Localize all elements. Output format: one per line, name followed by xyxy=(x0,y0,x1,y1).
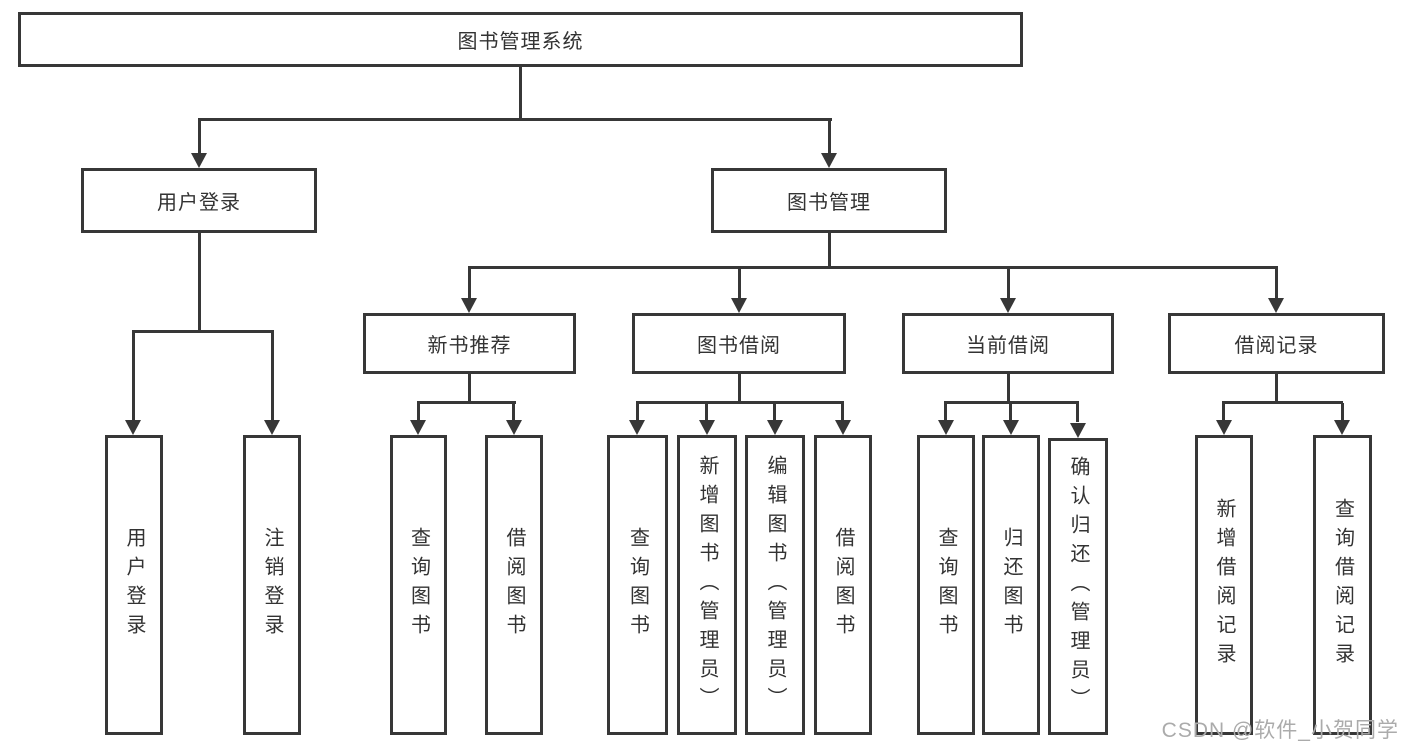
connector-line xyxy=(828,233,831,269)
connector-line xyxy=(705,403,708,422)
node-library-management-system: 图书管理系统 xyxy=(18,12,1023,67)
connector-line xyxy=(198,233,201,333)
connector-line xyxy=(636,403,639,422)
connector-line xyxy=(1275,374,1278,404)
connector-line xyxy=(468,268,471,300)
leaf-query-books-borrow: 查询图书 xyxy=(607,435,668,735)
arrow-down-icon xyxy=(731,298,747,313)
connector-line xyxy=(738,374,741,404)
leaf-label: 借阅图书 xyxy=(832,527,854,643)
leaf-logout: 注销登录 xyxy=(243,435,301,735)
connector-line xyxy=(738,268,741,300)
leaf-label: 归还图书 xyxy=(1000,527,1022,643)
leaf-borrow-books: 借阅图书 xyxy=(814,435,872,735)
arrow-down-icon xyxy=(1070,423,1086,438)
leaf-label: 编辑图书（管理员） xyxy=(764,454,786,716)
node-borrow-records: 借阅记录 xyxy=(1168,313,1385,374)
arrow-down-icon xyxy=(1216,420,1232,435)
arrow-down-icon xyxy=(767,420,783,435)
arrow-down-icon xyxy=(191,153,207,168)
arrow-down-icon xyxy=(629,420,645,435)
connector-line xyxy=(841,403,844,422)
arrow-down-icon xyxy=(1334,420,1350,435)
connector-line xyxy=(468,266,1278,269)
arrow-down-icon xyxy=(1268,298,1284,313)
leaf-add-book-admin: 新增图书（管理员） xyxy=(677,435,737,735)
connector-line xyxy=(1222,401,1343,404)
leaf-label: 查询图书 xyxy=(935,527,957,643)
arrow-down-icon xyxy=(264,420,280,435)
leaf-label: 注销登录 xyxy=(261,527,283,643)
arrow-down-icon xyxy=(821,153,837,168)
node-book-management: 图书管理 xyxy=(711,168,947,233)
connector-line xyxy=(132,330,274,333)
connector-line xyxy=(1275,268,1278,300)
connector-line xyxy=(1009,403,1012,422)
leaf-label: 查询图书 xyxy=(407,527,430,643)
arrow-down-icon xyxy=(410,420,426,435)
connector-line xyxy=(828,120,831,154)
connector-line xyxy=(198,118,832,121)
leaf-user-login: 用户登录 xyxy=(105,435,163,735)
connector-line xyxy=(468,374,471,404)
connector-line xyxy=(1007,268,1010,300)
connector-line xyxy=(417,401,516,404)
connector-line xyxy=(1222,403,1225,422)
leaf-edit-book-admin: 编辑图书（管理员） xyxy=(745,435,805,735)
leaf-add-borrow-record: 新增借阅记录 xyxy=(1195,435,1253,735)
leaf-label: 新增借阅记录 xyxy=(1213,498,1235,672)
connector-line xyxy=(512,403,515,422)
connector-line xyxy=(944,403,947,422)
arrow-down-icon xyxy=(699,420,715,435)
connector-line xyxy=(271,332,274,422)
leaf-label: 查询图书 xyxy=(626,527,649,643)
leaf-label: 查询借阅记录 xyxy=(1331,498,1354,672)
leaf-return-books: 归还图书 xyxy=(982,435,1040,735)
node-book-borrow: 图书借阅 xyxy=(632,313,846,374)
node-new-book-recommend: 新书推荐 xyxy=(363,313,576,374)
connector-line xyxy=(636,401,844,404)
leaf-query-books-recommend: 查询图书 xyxy=(390,435,447,735)
arrow-down-icon xyxy=(461,298,477,313)
node-user-login: 用户登录 xyxy=(81,168,317,233)
arrow-down-icon xyxy=(835,420,851,435)
leaf-label: 确认归还（管理员） xyxy=(1067,456,1089,717)
arrow-down-icon xyxy=(125,420,141,435)
leaf-query-borrow-record: 查询借阅记录 xyxy=(1313,435,1372,735)
leaf-query-books-current: 查询图书 xyxy=(917,435,975,735)
connector-line xyxy=(773,403,776,422)
leaf-confirm-return-admin: 确认归还（管理员） xyxy=(1048,438,1108,735)
arrow-down-icon xyxy=(506,420,522,435)
arrow-down-icon xyxy=(938,420,954,435)
connector-line xyxy=(519,67,522,121)
leaf-label: 借阅图书 xyxy=(503,527,525,643)
arrow-down-icon xyxy=(1003,420,1019,435)
connector-line xyxy=(417,403,420,422)
leaf-borrow-books-recommend: 借阅图书 xyxy=(485,435,543,735)
leaf-label: 用户登录 xyxy=(123,527,145,643)
connector-line xyxy=(944,401,1079,404)
connector-line xyxy=(1007,374,1010,404)
connector-line xyxy=(198,120,201,154)
watermark: CSDN @软件_小贺同学 xyxy=(1161,719,1399,742)
connector-line xyxy=(1076,403,1079,422)
arrow-down-icon xyxy=(1000,298,1016,313)
node-current-borrow: 当前借阅 xyxy=(902,313,1114,374)
connector-line xyxy=(132,332,135,422)
leaf-label: 新增图书（管理员） xyxy=(696,454,718,716)
connector-line xyxy=(1341,403,1344,422)
